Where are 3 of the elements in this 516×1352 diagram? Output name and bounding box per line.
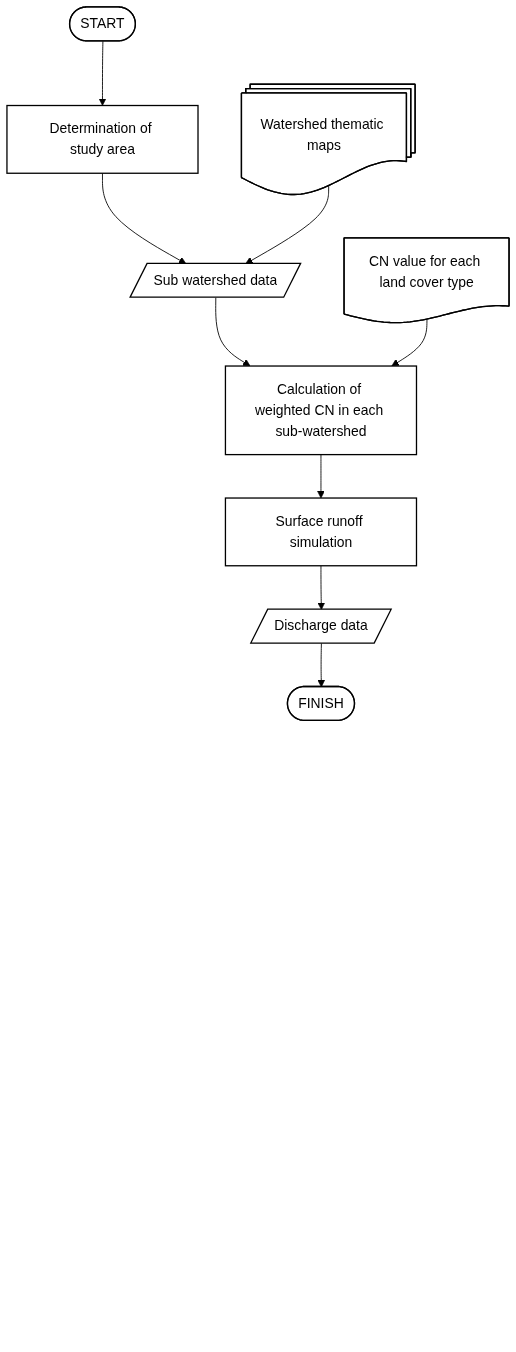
node-box: Calculation of weighted CN in each sub-watershed: [224, 365, 418, 456]
node-box: Determination of study area: [6, 104, 199, 174]
node-box: Surface runoff simulation: [224, 497, 418, 567]
